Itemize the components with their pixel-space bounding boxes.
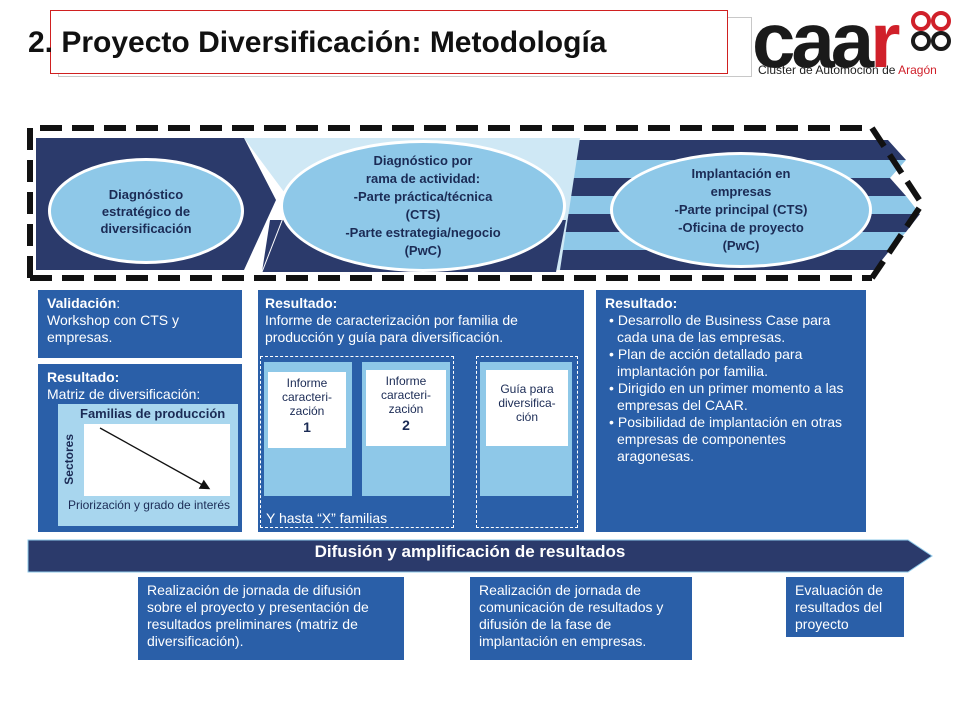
phase1-line: diversificación [100,220,192,236]
page-title: 2. Proyecto Diversificación: Metodología [28,26,607,59]
difusion-banner: Difusión y amplificación de resultados [314,542,626,561]
matrix-header: Familias de producción [80,406,226,421]
guia-card: Guía para diversifica- ción [486,370,568,446]
matrix-footer: Priorización y grado de interés [67,498,231,512]
phase-implantacion: Implantación en empresas -Parte principal … [610,152,872,268]
list-item: Posibilidad de implantación en otras emp… [605,414,857,465]
phase1-line: Diagnóstico [108,186,184,202]
phase3-line: -Oficina de proyecto [678,220,804,235]
familias-group [260,356,454,528]
phase2-line: -Parte práctica/técnica [353,189,493,204]
phase1-line: estratégico de [101,203,191,219]
evaluacion-box: Evaluación de resultados del proyecto [786,577,904,637]
card-number: 2 [402,417,410,433]
validacion-text: : Workshop con CTS y empresas. [47,295,180,345]
phase3-line: empresas [710,184,772,199]
jornada-difusion-box: Realización de jornada de difusión sobre… [138,577,404,660]
validacion-label: Validación [47,295,117,311]
matrix-arrow-icon [99,427,211,490]
matrix-side-label: Sectores [62,434,76,485]
logo-word-red: r [870,0,900,84]
informe-card-1: Informe caracteri- zación 1 [268,372,346,448]
phase2-line: (PwC) [404,243,442,258]
card-line: Guía para [500,382,554,396]
phase2-line: rama de actividad: [365,171,481,186]
phase2-line: (CTS) [405,207,441,222]
validacion-panel: Validación: Workshop con CTS y empresas. [38,290,242,358]
phase3-line: (PwC) [722,238,760,253]
phase3-line: Implantación en [691,166,791,181]
resultado2-text: Informe de caracterización por familia d… [265,312,518,345]
card-line: zación [388,402,424,416]
logo-word-dark: caa [752,0,874,84]
card-line: Informe [286,376,328,390]
phase2-line: -Parte estrategia/negocio [345,225,501,240]
card-line: caracteri- [281,390,332,404]
resultado1-label: Resultado: [47,369,120,385]
logo-subtitle: Cluster de Automoción de Aragón [758,63,937,77]
card-line: ción [515,410,538,424]
logo-circles-icon [911,11,951,51]
resultado2-label: Resultado: [265,295,338,311]
card-line: Informe [385,374,427,388]
familias-note: Y hasta “X” familias [266,510,388,526]
list-item: Plan de acción detallado para implantaci… [605,346,857,380]
guia-group [476,356,578,528]
card-number: 1 [303,419,311,435]
list-item: Dirigido en un primer momento a las empr… [605,380,857,414]
card-line: caracteri- [380,388,431,402]
logo: caar [752,0,901,80]
phase2-line: Diagnóstico por [373,153,473,168]
card-line: zación [289,404,325,418]
title-frame [50,10,728,74]
card-line: diversifica- [498,396,556,410]
phase3-line: -Parte principal (CTS) [674,202,808,217]
resultado3-label: Resultado: [605,295,678,311]
resultado-implantacion-panel: Resultado: Desarrollo de Business Case p… [596,290,866,532]
phase-diagnostico-rama: Diagnóstico por rama de actividad: -Parte … [280,140,566,272]
jornada-comunicacion-box: Realización de jornada de comunicación d… [470,577,692,660]
logo-subtitle-text: Cluster de Automoción de [758,63,899,77]
logo-subtitle-red: Aragón [898,63,937,77]
resultado3-list: Desarrollo de Business Case para cada un… [605,312,857,465]
list-item: Desarrollo de Business Case para cada un… [605,312,857,346]
informe-card-2: Informe caracteri- zación 2 [366,370,446,446]
resultado1-text: Matriz de diversificación: [47,386,201,402]
